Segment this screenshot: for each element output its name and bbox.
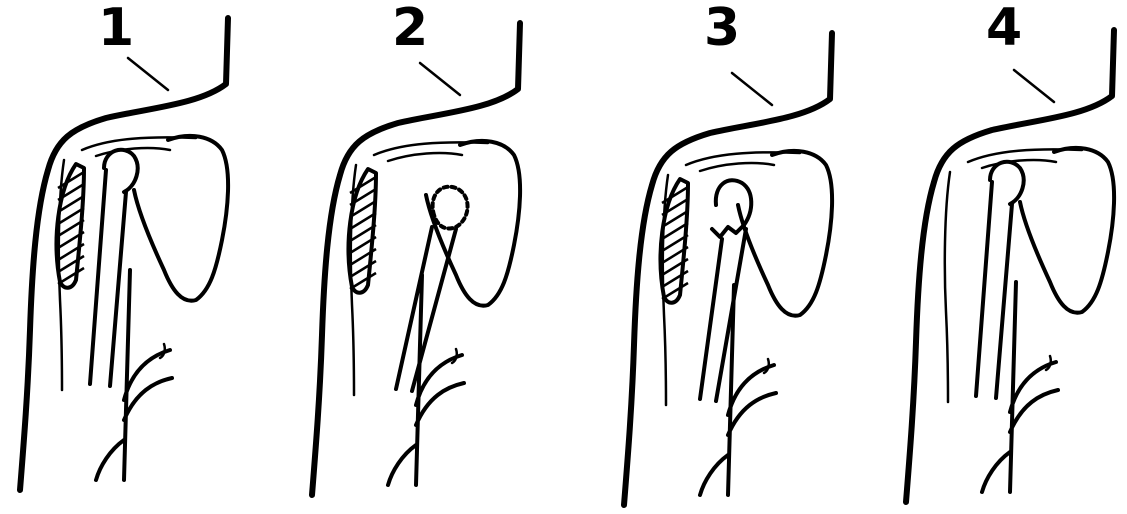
pointer-line — [1014, 70, 1054, 102]
sketch-group — [624, 33, 832, 505]
shoulder-sketch — [846, 0, 1127, 514]
shoulder-sketch — [282, 0, 564, 514]
humerus-shaft — [700, 229, 746, 401]
panel-1: 1 — [0, 0, 282, 514]
humeral-head — [990, 162, 1024, 204]
chest-lines — [96, 270, 172, 480]
humerus-shaft — [90, 170, 126, 386]
pointer-line — [732, 73, 772, 105]
clavicle — [686, 152, 800, 171]
panel-2: 2 — [282, 0, 564, 514]
scapula — [134, 136, 228, 301]
panel-number: 1 — [98, 2, 134, 54]
shoulder-sketch — [564, 0, 846, 514]
panel-4: 4 — [846, 0, 1127, 514]
panel-number: 3 — [704, 2, 740, 54]
clavicle — [82, 137, 196, 156]
humeral-head-displaced — [433, 187, 468, 229]
pointer-line — [128, 58, 168, 90]
sketch-group — [312, 23, 520, 495]
panel-number: 4 — [986, 2, 1022, 54]
sketch-group — [20, 18, 228, 490]
sketch-group — [906, 30, 1114, 502]
clavicle — [968, 149, 1082, 168]
scapula — [738, 151, 832, 316]
pointer-line — [420, 63, 460, 95]
arm-inner-contour — [945, 172, 950, 402]
panel-number: 2 — [392, 2, 428, 54]
scapula — [1020, 148, 1114, 313]
chest-lines — [982, 282, 1058, 492]
humeral-head — [104, 150, 138, 192]
clavicle — [374, 142, 488, 161]
panel-3: 3 — [564, 0, 846, 514]
humerus-shaft — [976, 182, 1012, 398]
shoulder-sketch — [0, 0, 282, 514]
